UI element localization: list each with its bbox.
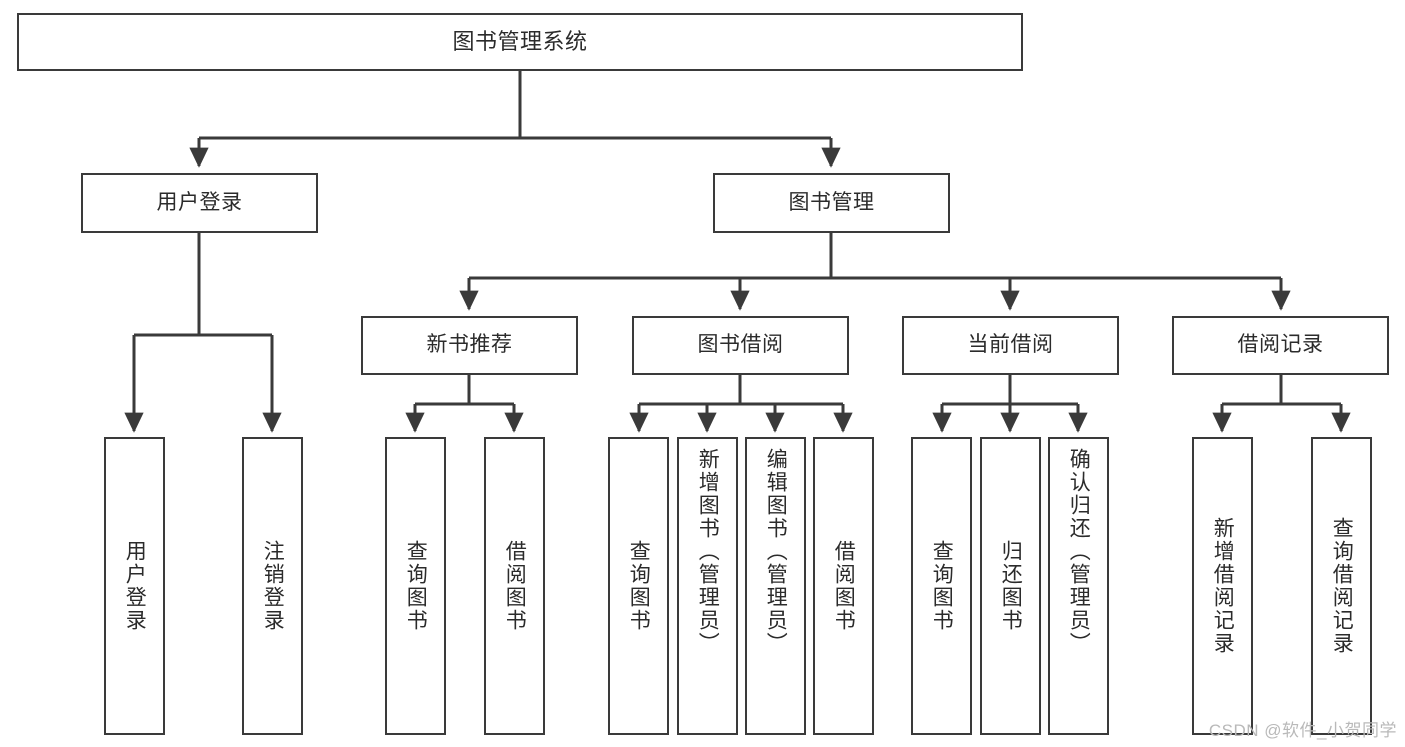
node-leaf-logout-label: 注销登录 [261, 540, 285, 632]
node-leaf-query-book-2[interactable]: 查询图书 [608, 437, 669, 735]
node-leaf-add-book-label: 新增图书（管理员） [696, 448, 720, 655]
node-book-manage[interactable]: 图书管理 [713, 173, 950, 233]
node-leaf-borrow-book-1-label: 借阅图书 [503, 540, 527, 632]
node-current-borrow-label: 当前借阅 [967, 333, 1054, 357]
node-user-login-label: 用户登录 [156, 190, 243, 214]
node-root[interactable]: 图书管理系统 [17, 13, 1023, 71]
node-leaf-query-book-1-label: 查询图书 [404, 540, 428, 632]
node-leaf-query-book-3[interactable]: 查询图书 [911, 437, 972, 735]
node-borrow-record[interactable]: 借阅记录 [1172, 316, 1389, 375]
node-leaf-logout[interactable]: 注销登录 [242, 437, 303, 735]
node-new-book-rec[interactable]: 新书推荐 [361, 316, 578, 375]
node-leaf-user-login[interactable]: 用户登录 [104, 437, 165, 735]
node-leaf-borrow-book-1[interactable]: 借阅图书 [484, 437, 545, 735]
node-leaf-user-login-label: 用户登录 [123, 540, 147, 632]
node-current-borrow[interactable]: 当前借阅 [902, 316, 1119, 375]
node-leaf-return-book[interactable]: 归还图书 [980, 437, 1041, 735]
node-user-login[interactable]: 用户登录 [81, 173, 318, 233]
watermark: CSDN @软件_小贺同学 [1208, 721, 1397, 740]
node-leaf-add-record-label: 新增借阅记录 [1211, 517, 1235, 655]
node-book-borrow[interactable]: 图书借阅 [632, 316, 849, 375]
node-leaf-return-book-label: 归还图书 [999, 540, 1023, 632]
node-leaf-borrow-book-2-label: 借阅图书 [832, 540, 856, 632]
node-leaf-query-record-label: 查询借阅记录 [1330, 517, 1354, 655]
node-leaf-add-record[interactable]: 新增借阅记录 [1192, 437, 1253, 735]
node-leaf-query-book-3-label: 查询图书 [930, 540, 954, 632]
node-new-book-rec-label: 新书推荐 [426, 333, 513, 357]
node-leaf-query-book-2-label: 查询图书 [627, 540, 651, 632]
node-book-manage-label: 图书管理 [788, 190, 875, 214]
node-leaf-edit-book[interactable]: 编辑图书（管理员） [745, 437, 806, 735]
node-root-label: 图书管理系统 [452, 29, 588, 55]
node-book-borrow-label: 图书借阅 [697, 333, 784, 357]
node-borrow-record-label: 借阅记录 [1237, 333, 1324, 357]
node-leaf-query-book-1[interactable]: 查询图书 [385, 437, 446, 735]
node-leaf-borrow-book-2[interactable]: 借阅图书 [813, 437, 874, 735]
node-leaf-query-record[interactable]: 查询借阅记录 [1311, 437, 1372, 735]
node-leaf-add-book[interactable]: 新增图书（管理员） [677, 437, 738, 735]
node-leaf-confirm-return[interactable]: 确认归还（管理员） [1048, 437, 1109, 735]
node-leaf-confirm-return-label: 确认归还（管理员） [1067, 448, 1091, 655]
node-leaf-edit-book-label: 编辑图书（管理员） [764, 448, 788, 655]
